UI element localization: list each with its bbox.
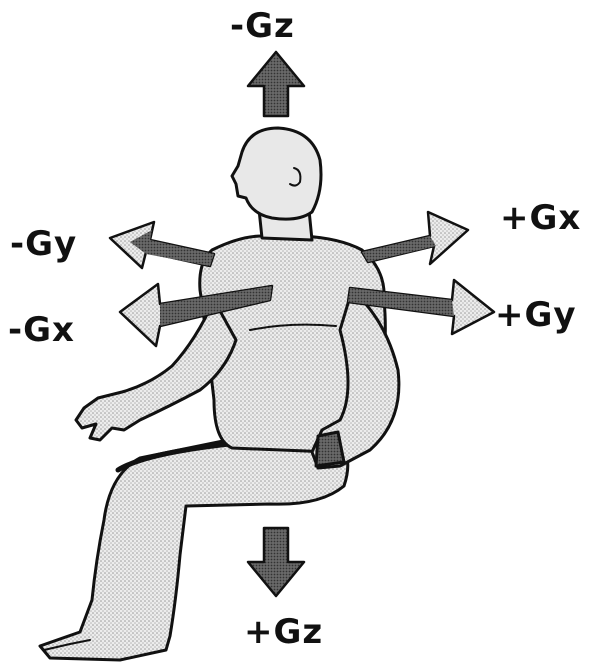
arrow-neg-gy (110, 222, 214, 268)
label-neg-gx: -Gx (8, 310, 75, 350)
label-pos-gz: +Gz (244, 612, 323, 652)
arrow-pos-gx (362, 212, 468, 264)
seated-person (40, 128, 399, 660)
person-head (232, 128, 321, 219)
label-pos-gy: +Gy (495, 295, 577, 335)
label-neg-gz: -Gz (230, 6, 295, 46)
arrow-pos-gz (248, 528, 304, 596)
label-pos-gx: +Gx (500, 198, 581, 238)
label-neg-gy: -Gy (10, 224, 77, 264)
right-hand-shadow (316, 432, 344, 466)
arrow-neg-gz (248, 52, 304, 116)
